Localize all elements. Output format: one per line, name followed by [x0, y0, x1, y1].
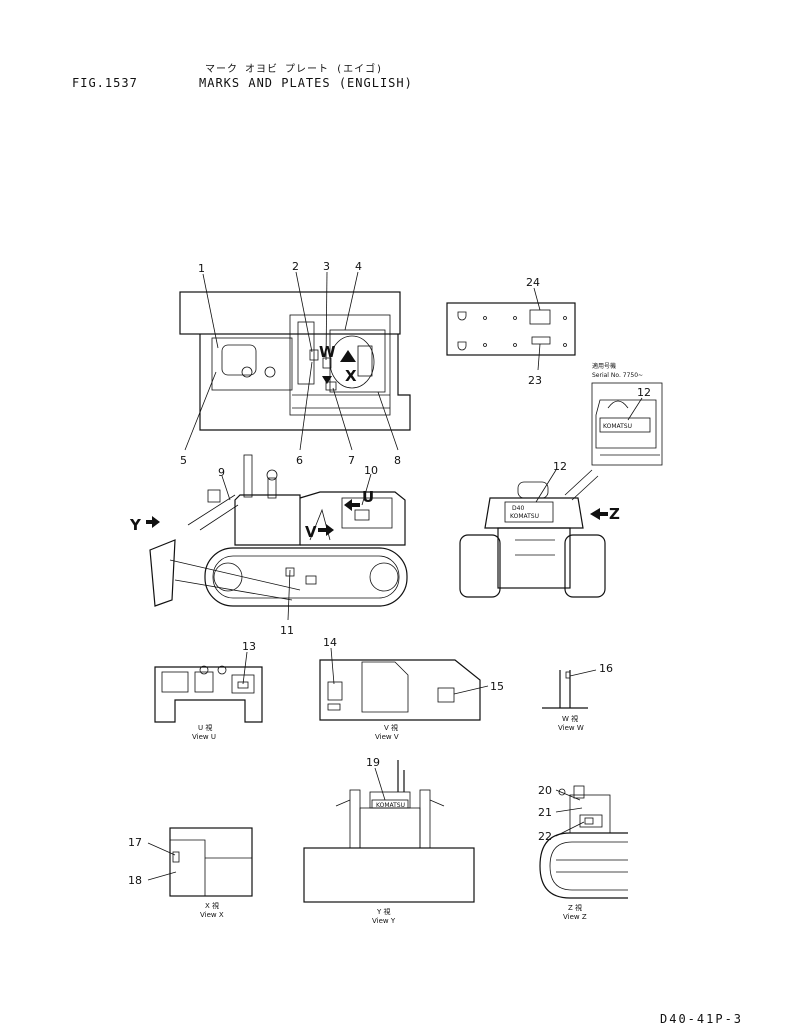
callout-7: 7: [348, 454, 355, 467]
view-x: [169, 827, 253, 897]
rear-brand: KOMATSU: [510, 513, 539, 520]
top-view: W X: [179, 291, 411, 431]
view-u-caption-jp: U 視: [198, 723, 212, 732]
view-w-caption: View W: [558, 724, 584, 732]
callout-20: 20: [538, 784, 552, 797]
view-u-caption: View U: [192, 733, 216, 741]
callout-8: 8: [394, 454, 401, 467]
callout-22: 22: [538, 830, 552, 843]
rear-model: D40: [512, 505, 524, 512]
rear-plate: [446, 302, 576, 356]
view-w-marker: W: [319, 343, 336, 361]
callout-1: 1: [198, 262, 205, 275]
view-z-caption-jp: Z 視: [568, 903, 582, 912]
callout-6: 6: [296, 454, 303, 467]
title-japanese: マーク オヨビ プレート (エイゴ): [205, 64, 384, 75]
view-v: [319, 659, 481, 721]
view-w: [542, 670, 588, 709]
view-v-caption-jp: V 視: [384, 723, 398, 732]
callout-11: 11: [280, 624, 294, 637]
view-v-marker: V: [305, 523, 317, 541]
figure-title: MARKS AND PLATES (ENGLISH): [199, 76, 413, 90]
callout-13: 13: [242, 640, 256, 653]
view-y-brand: KOMATSU: [376, 802, 405, 809]
view-y-marker: Y: [129, 516, 142, 534]
page-code: D40-41P-3: [660, 1012, 744, 1026]
view-z-caption: View Z: [563, 913, 587, 921]
serial-note-en: Serial No. 7750~: [592, 372, 643, 379]
view-x-caption-jp: X 視: [205, 901, 219, 910]
view-v-caption: View V: [375, 733, 399, 741]
view-y: [303, 760, 475, 903]
callout-12: 12: [553, 460, 567, 473]
callout-9: 9: [218, 466, 225, 479]
view-z-marker: Z: [609, 505, 620, 523]
side-view: [146, 454, 408, 607]
view-w-caption-jp: W 視: [562, 714, 578, 723]
rear-view: [459, 469, 606, 598]
callout-19: 19: [366, 756, 380, 769]
view-x-caption: View X: [200, 911, 224, 919]
callout-14: 14: [323, 636, 337, 649]
callout-17: 17: [128, 836, 142, 849]
view-x-marker: X: [345, 367, 357, 385]
callout-15: 15: [490, 680, 504, 693]
callout-21: 21: [538, 806, 552, 819]
callout-18: 18: [128, 874, 142, 887]
view-u-marker: U: [362, 488, 374, 506]
figure-number: FIG.1537: [72, 76, 138, 90]
callout-24: 24: [526, 276, 540, 289]
view-y-caption-jp: Y 視: [376, 907, 391, 916]
callout-4: 4: [355, 260, 362, 273]
callout-23: 23: [528, 374, 542, 387]
callout-16: 16: [599, 662, 613, 675]
callout-5: 5: [180, 454, 187, 467]
callout-3: 3: [323, 260, 330, 273]
callout-10: 10: [364, 464, 378, 477]
detail-brand: KOMATSU: [603, 423, 632, 430]
callout-2: 2: [292, 260, 299, 273]
serial-note-jp: 適用号機: [592, 362, 616, 370]
view-z: [539, 785, 628, 899]
callout-12-detail: 12: [637, 386, 651, 399]
view-y-caption: View Y: [372, 917, 396, 925]
serial-detail: [591, 382, 663, 466]
view-u: [154, 665, 263, 723]
